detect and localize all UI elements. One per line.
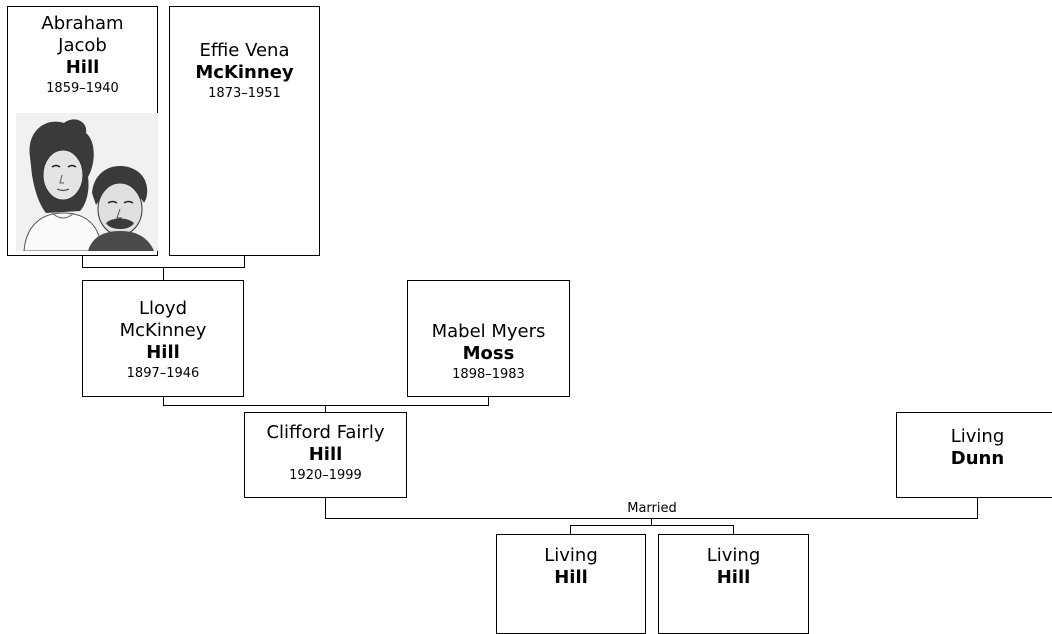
person-box-living-dunn[interactable]: Living Dunn <box>896 412 1052 498</box>
connector-line <box>244 256 245 268</box>
connector-line <box>651 518 652 525</box>
connector-line <box>325 405 326 412</box>
surname: Hill <box>65 57 100 78</box>
life-years: 1859–1940 <box>46 81 119 96</box>
surname: McKinney <box>195 62 294 83</box>
surname: Hill <box>146 342 180 363</box>
person-box-effie-mckinney[interactable]: Effie Vena McKinney 1873–1951 <box>169 6 320 256</box>
person-box-living-hill-1[interactable]: Living Hill <box>496 534 646 634</box>
surname: Hill <box>308 444 343 465</box>
life-years: 1920–1999 <box>289 468 362 483</box>
life-years: 1898–1983 <box>452 367 525 382</box>
given-name: Living <box>950 426 1005 447</box>
connector-line <box>733 525 734 534</box>
surname: Hill <box>716 567 751 588</box>
person-box-mabel-moss[interactable]: Mabel Myers Moss 1898–1983 <box>407 280 570 397</box>
given-name: Clifford Fairly <box>266 422 385 443</box>
given-name: Living <box>544 545 598 566</box>
given-name: Mabel Myers <box>431 321 546 342</box>
surname: Hill <box>554 567 588 588</box>
given-name: Abraham Jacob <box>41 13 124 56</box>
given-name: Lloyd McKinney <box>119 298 207 341</box>
person-box-living-hill-2[interactable]: Living Hill <box>658 534 809 634</box>
person-box-abraham-hill[interactable]: Abraham Jacob Hill 1859–1940 <box>7 6 158 256</box>
connector-line <box>163 405 489 406</box>
connector-line <box>488 397 489 406</box>
connector-line <box>570 525 571 534</box>
marriage-label: Married <box>627 501 677 516</box>
connector-line <box>325 498 326 519</box>
given-name: Effie Vena <box>199 40 290 61</box>
connector-line <box>82 256 83 268</box>
connector-line <box>570 525 734 526</box>
given-name: Living <box>706 545 761 566</box>
life-years: 1873–1951 <box>208 86 281 101</box>
portrait-photo <box>16 113 158 251</box>
connector-line <box>163 397 164 406</box>
connector-line <box>163 267 164 280</box>
person-box-clifford-hill[interactable]: Clifford Fairly Hill 1920–1999 <box>244 412 407 498</box>
person-box-lloyd-hill[interactable]: Lloyd McKinney Hill 1897–1946 <box>82 280 244 397</box>
life-years: 1897–1946 <box>126 366 200 381</box>
surname: Dunn <box>950 448 1005 469</box>
connector-line <box>977 498 978 519</box>
surname: Moss <box>462 343 515 364</box>
